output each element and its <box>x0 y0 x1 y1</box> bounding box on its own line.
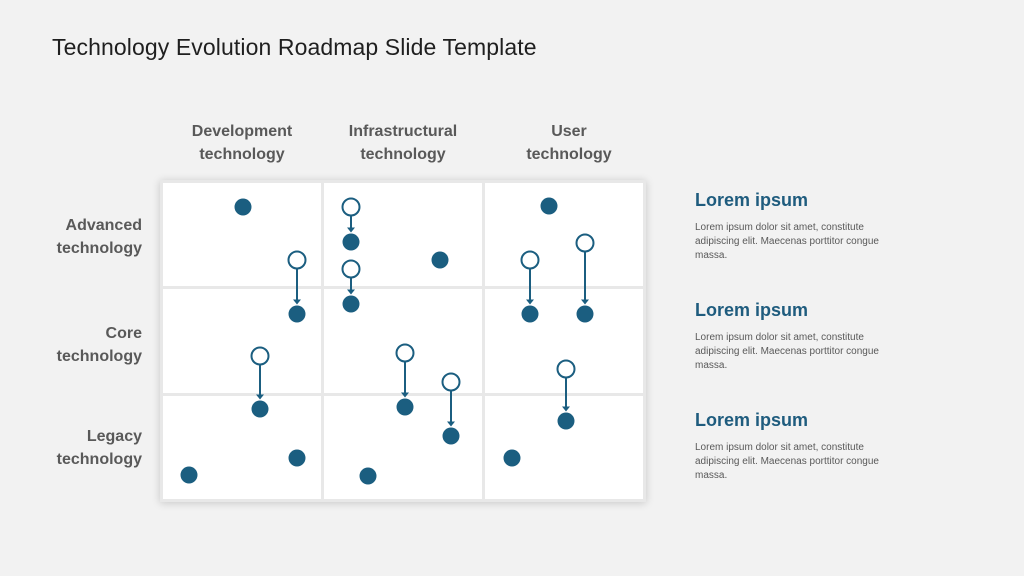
page-title: Technology Evolution Roadmap Slide Templ… <box>52 34 537 60</box>
column-header-line: Development <box>191 123 293 140</box>
legend-text: Lorem ipsum dolor sit amet, constitute a… <box>695 221 925 263</box>
technology-dot <box>359 467 377 485</box>
end-dot <box>442 427 460 445</box>
end-dot <box>251 400 269 418</box>
technology-dot <box>431 251 449 269</box>
arrow-head <box>256 394 264 400</box>
start-circle <box>287 250 307 270</box>
start-circle <box>556 359 576 379</box>
end-dot <box>288 305 306 323</box>
arrow-head <box>581 299 589 305</box>
arrow-head <box>347 289 355 295</box>
end-dot <box>342 295 360 313</box>
arrow-head <box>447 421 455 427</box>
row-header-line: technology <box>56 348 142 365</box>
evolution-arrow <box>341 259 361 313</box>
arrow-head <box>526 299 534 305</box>
legend-text-line: adipiscing elit. Maecenas porttitor cong… <box>695 456 879 467</box>
start-circle <box>341 259 361 279</box>
technology-dot <box>180 466 198 484</box>
column-header-line: technology <box>360 146 446 163</box>
start-circle <box>520 250 540 270</box>
start-circle <box>395 343 415 363</box>
roadmap-marks <box>180 197 595 485</box>
end-dot <box>557 412 575 430</box>
legend-text-line: Lorem ipsum dolor sit amet, constitute <box>695 222 864 233</box>
column-header-line: User <box>551 123 587 140</box>
start-circle <box>441 372 461 392</box>
row-header-line: technology <box>56 240 142 257</box>
evolution-arrow <box>287 250 307 323</box>
row-header-legacy: Legacy technology <box>20 425 142 471</box>
column-header-development: Development technology <box>162 120 322 166</box>
arrow-head <box>293 299 301 305</box>
column-header-infrastructural: Infrastructural technology <box>323 120 483 166</box>
row-header-line: Legacy <box>86 428 142 445</box>
end-dot <box>396 398 414 416</box>
end-dot <box>521 305 539 323</box>
legend-text-line: Lorem ipsum dolor sit amet, constitute <box>695 332 864 343</box>
column-header-line: technology <box>526 146 612 163</box>
legend-text-line: massa. <box>695 470 728 481</box>
start-circle <box>250 346 270 366</box>
technology-dot <box>503 449 521 467</box>
technology-dot <box>234 198 252 216</box>
column-header-user: User technology <box>489 120 649 166</box>
legend-text: Lorem ipsum dolor sit amet, constitute a… <box>695 331 925 373</box>
legend-block: Lorem ipsum Lorem ipsum dolor sit amet, … <box>695 410 925 483</box>
end-dot <box>342 233 360 251</box>
legend-text-line: adipiscing elit. Maecenas porttitor cong… <box>695 236 879 247</box>
start-circle <box>575 233 595 253</box>
evolution-arrow <box>520 250 540 323</box>
row-header-line: Advanced <box>65 217 142 234</box>
legend-text-line: adipiscing elit. Maecenas porttitor cong… <box>695 346 879 357</box>
arrow-head <box>401 392 409 398</box>
technology-dot <box>288 449 306 467</box>
start-circle <box>341 197 361 217</box>
arrow-head <box>347 227 355 233</box>
legend-block: Lorem ipsum Lorem ipsum dolor sit amet, … <box>695 190 925 263</box>
evolution-arrow <box>575 233 595 323</box>
column-header-line: technology <box>199 146 285 163</box>
legend-text-line: Lorem ipsum dolor sit amet, constitute <box>695 442 864 453</box>
legend-text: Lorem ipsum dolor sit amet, constitute a… <box>695 441 925 483</box>
row-header-advanced: Advanced technology <box>20 214 142 260</box>
evolution-arrow <box>395 343 415 416</box>
legend-heading: Lorem ipsum <box>695 300 809 320</box>
roadmap-grid <box>160 180 646 502</box>
evolution-arrow <box>441 372 461 445</box>
legend-block: Lorem ipsum Lorem ipsum dolor sit amet, … <box>695 300 925 373</box>
column-header-line: Infrastructural <box>348 123 458 140</box>
row-header-line: technology <box>56 451 142 468</box>
arrow-head <box>562 406 570 412</box>
evolution-arrow <box>556 359 576 430</box>
technology-dot <box>540 197 558 215</box>
row-header-line: Core <box>105 325 142 342</box>
grid-cell <box>485 183 643 286</box>
legend-text-line: massa. <box>695 250 728 261</box>
evolution-arrow <box>341 197 361 251</box>
evolution-arrow <box>250 346 270 418</box>
row-header-core: Core technology <box>20 322 142 368</box>
legend-heading: Lorem ipsum <box>695 410 809 430</box>
legend-text-line: massa. <box>695 360 728 371</box>
legend-heading: Lorem ipsum <box>695 190 809 210</box>
end-dot <box>576 305 594 323</box>
